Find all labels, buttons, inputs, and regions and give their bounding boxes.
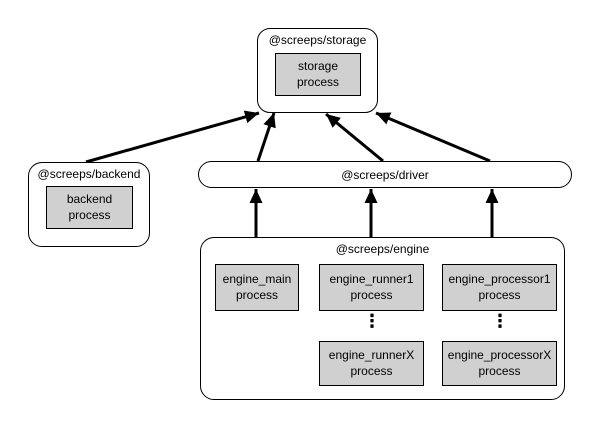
storage-package-label: @screeps/storage: [268, 33, 367, 47]
engine-runnerX-process-label: engine_runnerX process: [328, 347, 415, 378]
backend-process-label: backend process: [66, 191, 113, 222]
arrow-driver-to-storage: [325, 112, 384, 163]
driver-package-label: @screeps/driver: [341, 167, 429, 182]
engine-runnerX-process-box: engine_runnerX process: [319, 341, 424, 386]
engine-processor1-process-label: engine_processor1 process: [448, 271, 551, 302]
backend-package-label: @screeps/backend: [37, 167, 141, 181]
arrow-backend-to-storage: [85, 110, 260, 164]
storage-process-label: storage process: [296, 58, 340, 89]
engine-main-process-label: engine_main process: [222, 271, 292, 302]
arrow-driver-to-storage: [256, 112, 276, 162]
backend-process-box: backend process: [46, 186, 133, 229]
storage-package-box: @screeps/storage storage process: [257, 28, 378, 113]
engine-runner1-process-box: engine_runner1 process: [319, 264, 424, 311]
storage-process-box: storage process: [275, 53, 361, 96]
engine-processorX-process-label: engine_processorX process: [447, 347, 552, 378]
engine-main-process-box: engine_main process: [215, 264, 299, 311]
engine-processorX-process-box: engine_processorX process: [442, 341, 557, 386]
engine-processor1-process-box: engine_processor1 process: [442, 264, 557, 311]
arrow-driver-to-storage: [375, 111, 491, 163]
backend-package-box: @screeps/backend backend process: [28, 162, 150, 247]
processor-ellipsis: ⋮: [491, 311, 509, 332]
runner-ellipsis: ⋮: [363, 311, 381, 332]
engine-package-label: @screeps/engine: [335, 242, 430, 256]
engine-runner1-process-label: engine_runner1 process: [329, 271, 414, 302]
driver-package-box: @screeps/driver: [198, 161, 572, 188]
engine-package-box: @screeps/engine engine_main process engi…: [200, 237, 565, 400]
